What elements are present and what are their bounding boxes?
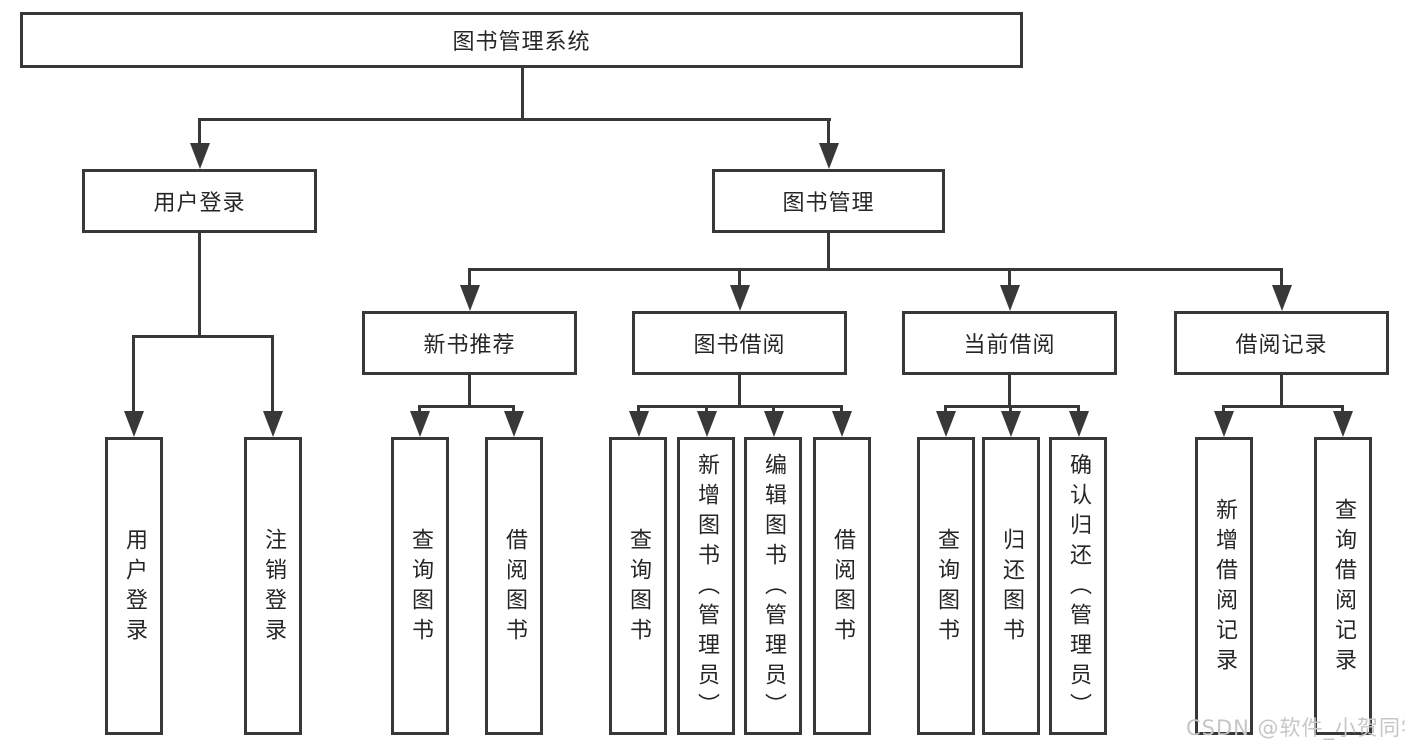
- connector-line: [1341, 405, 1344, 415]
- leaf-user-login: 用户登录: [105, 437, 163, 735]
- arrowhead-down-icon: [936, 411, 956, 437]
- connector-line: [772, 405, 775, 415]
- connector-line: [840, 405, 843, 415]
- connector-line: [944, 405, 947, 415]
- arrowhead-down-icon: [1333, 411, 1353, 437]
- arrowhead-down-icon: [1069, 411, 1089, 437]
- connector-line: [827, 118, 830, 144]
- leaf-query-borrow-record: 查询借阅记录: [1314, 437, 1372, 735]
- leaf-add-borrow-record: 新增借阅记录: [1195, 437, 1253, 735]
- leaf-confirm-return-admin: 确认归还（管理员）: [1049, 437, 1107, 735]
- connector-line: [468, 375, 471, 408]
- arrowhead-down-icon: [504, 411, 524, 437]
- arrowhead-down-icon: [764, 411, 784, 437]
- connector-line: [738, 268, 741, 287]
- arrowhead-down-icon: [1001, 411, 1021, 437]
- connector-line: [468, 268, 471, 287]
- arrowhead-down-icon: [1000, 285, 1020, 311]
- arrowhead-down-icon: [629, 411, 649, 437]
- connector-line: [1280, 375, 1283, 408]
- arrowhead-down-icon: [832, 411, 852, 437]
- arrowhead-down-icon: [263, 411, 283, 437]
- connector-line: [637, 405, 640, 415]
- arrowhead-down-icon: [697, 411, 717, 437]
- leaf-query-books-borrowing: 查询图书: [609, 437, 667, 735]
- connector-line: [198, 118, 831, 121]
- connector-line: [1222, 405, 1225, 415]
- node-book-management: 图书管理: [712, 169, 945, 233]
- arrowhead-down-icon: [819, 143, 839, 169]
- arrowhead-down-icon: [124, 411, 144, 437]
- connector-line: [198, 118, 201, 144]
- connector-line: [198, 233, 201, 337]
- node-user-login: 用户登录: [82, 169, 317, 233]
- connector-line: [705, 405, 708, 415]
- node-book-borrowing: 图书借阅: [632, 311, 847, 375]
- connector-line: [738, 375, 741, 408]
- node-borrowing-records: 借阅记录: [1174, 311, 1389, 375]
- connector-line: [132, 335, 274, 338]
- node-current-borrowing: 当前借阅: [902, 311, 1117, 375]
- connector-line: [418, 405, 421, 415]
- connector-line: [418, 405, 515, 408]
- arrowhead-down-icon: [730, 285, 750, 311]
- connector-line: [1009, 405, 1012, 415]
- connector-line: [512, 405, 515, 415]
- leaf-return-books: 归还图书: [982, 437, 1040, 735]
- connector-line: [1008, 268, 1011, 287]
- node-new-book-recommendation: 新书推荐: [362, 311, 577, 375]
- connector-line: [944, 405, 1080, 408]
- leaf-edit-book-admin: 编辑图书（管理员）: [744, 437, 802, 735]
- arrowhead-down-icon: [1272, 285, 1292, 311]
- node-library-system: 图书管理系统: [20, 12, 1023, 68]
- connector-line: [1222, 405, 1344, 408]
- connector-line: [521, 66, 524, 118]
- arrowhead-down-icon: [410, 411, 430, 437]
- leaf-borrow-books-borrowing: 借阅图书: [813, 437, 871, 735]
- arrowhead-down-icon: [190, 143, 210, 169]
- leaf-query-books-recommend: 查询图书: [391, 437, 449, 735]
- watermark: CSDN @软件_小贺同学: [1186, 716, 1405, 740]
- connector-line: [637, 405, 843, 408]
- arrowhead-down-icon: [460, 285, 480, 311]
- connector-line: [1008, 375, 1011, 408]
- connector-line: [827, 233, 830, 270]
- leaf-logout-login: 注销登录: [244, 437, 302, 735]
- connector-line: [271, 335, 274, 413]
- leaf-query-books-current: 查询图书: [917, 437, 975, 735]
- connector-line: [1077, 405, 1080, 415]
- arrowhead-down-icon: [1214, 411, 1234, 437]
- connector-line: [132, 335, 135, 413]
- leaf-borrow-books-recommend: 借阅图书: [485, 437, 543, 735]
- connector-line: [1280, 268, 1283, 287]
- leaf-add-book-admin: 新增图书（管理员）: [677, 437, 735, 735]
- connector-line: [468, 268, 1283, 271]
